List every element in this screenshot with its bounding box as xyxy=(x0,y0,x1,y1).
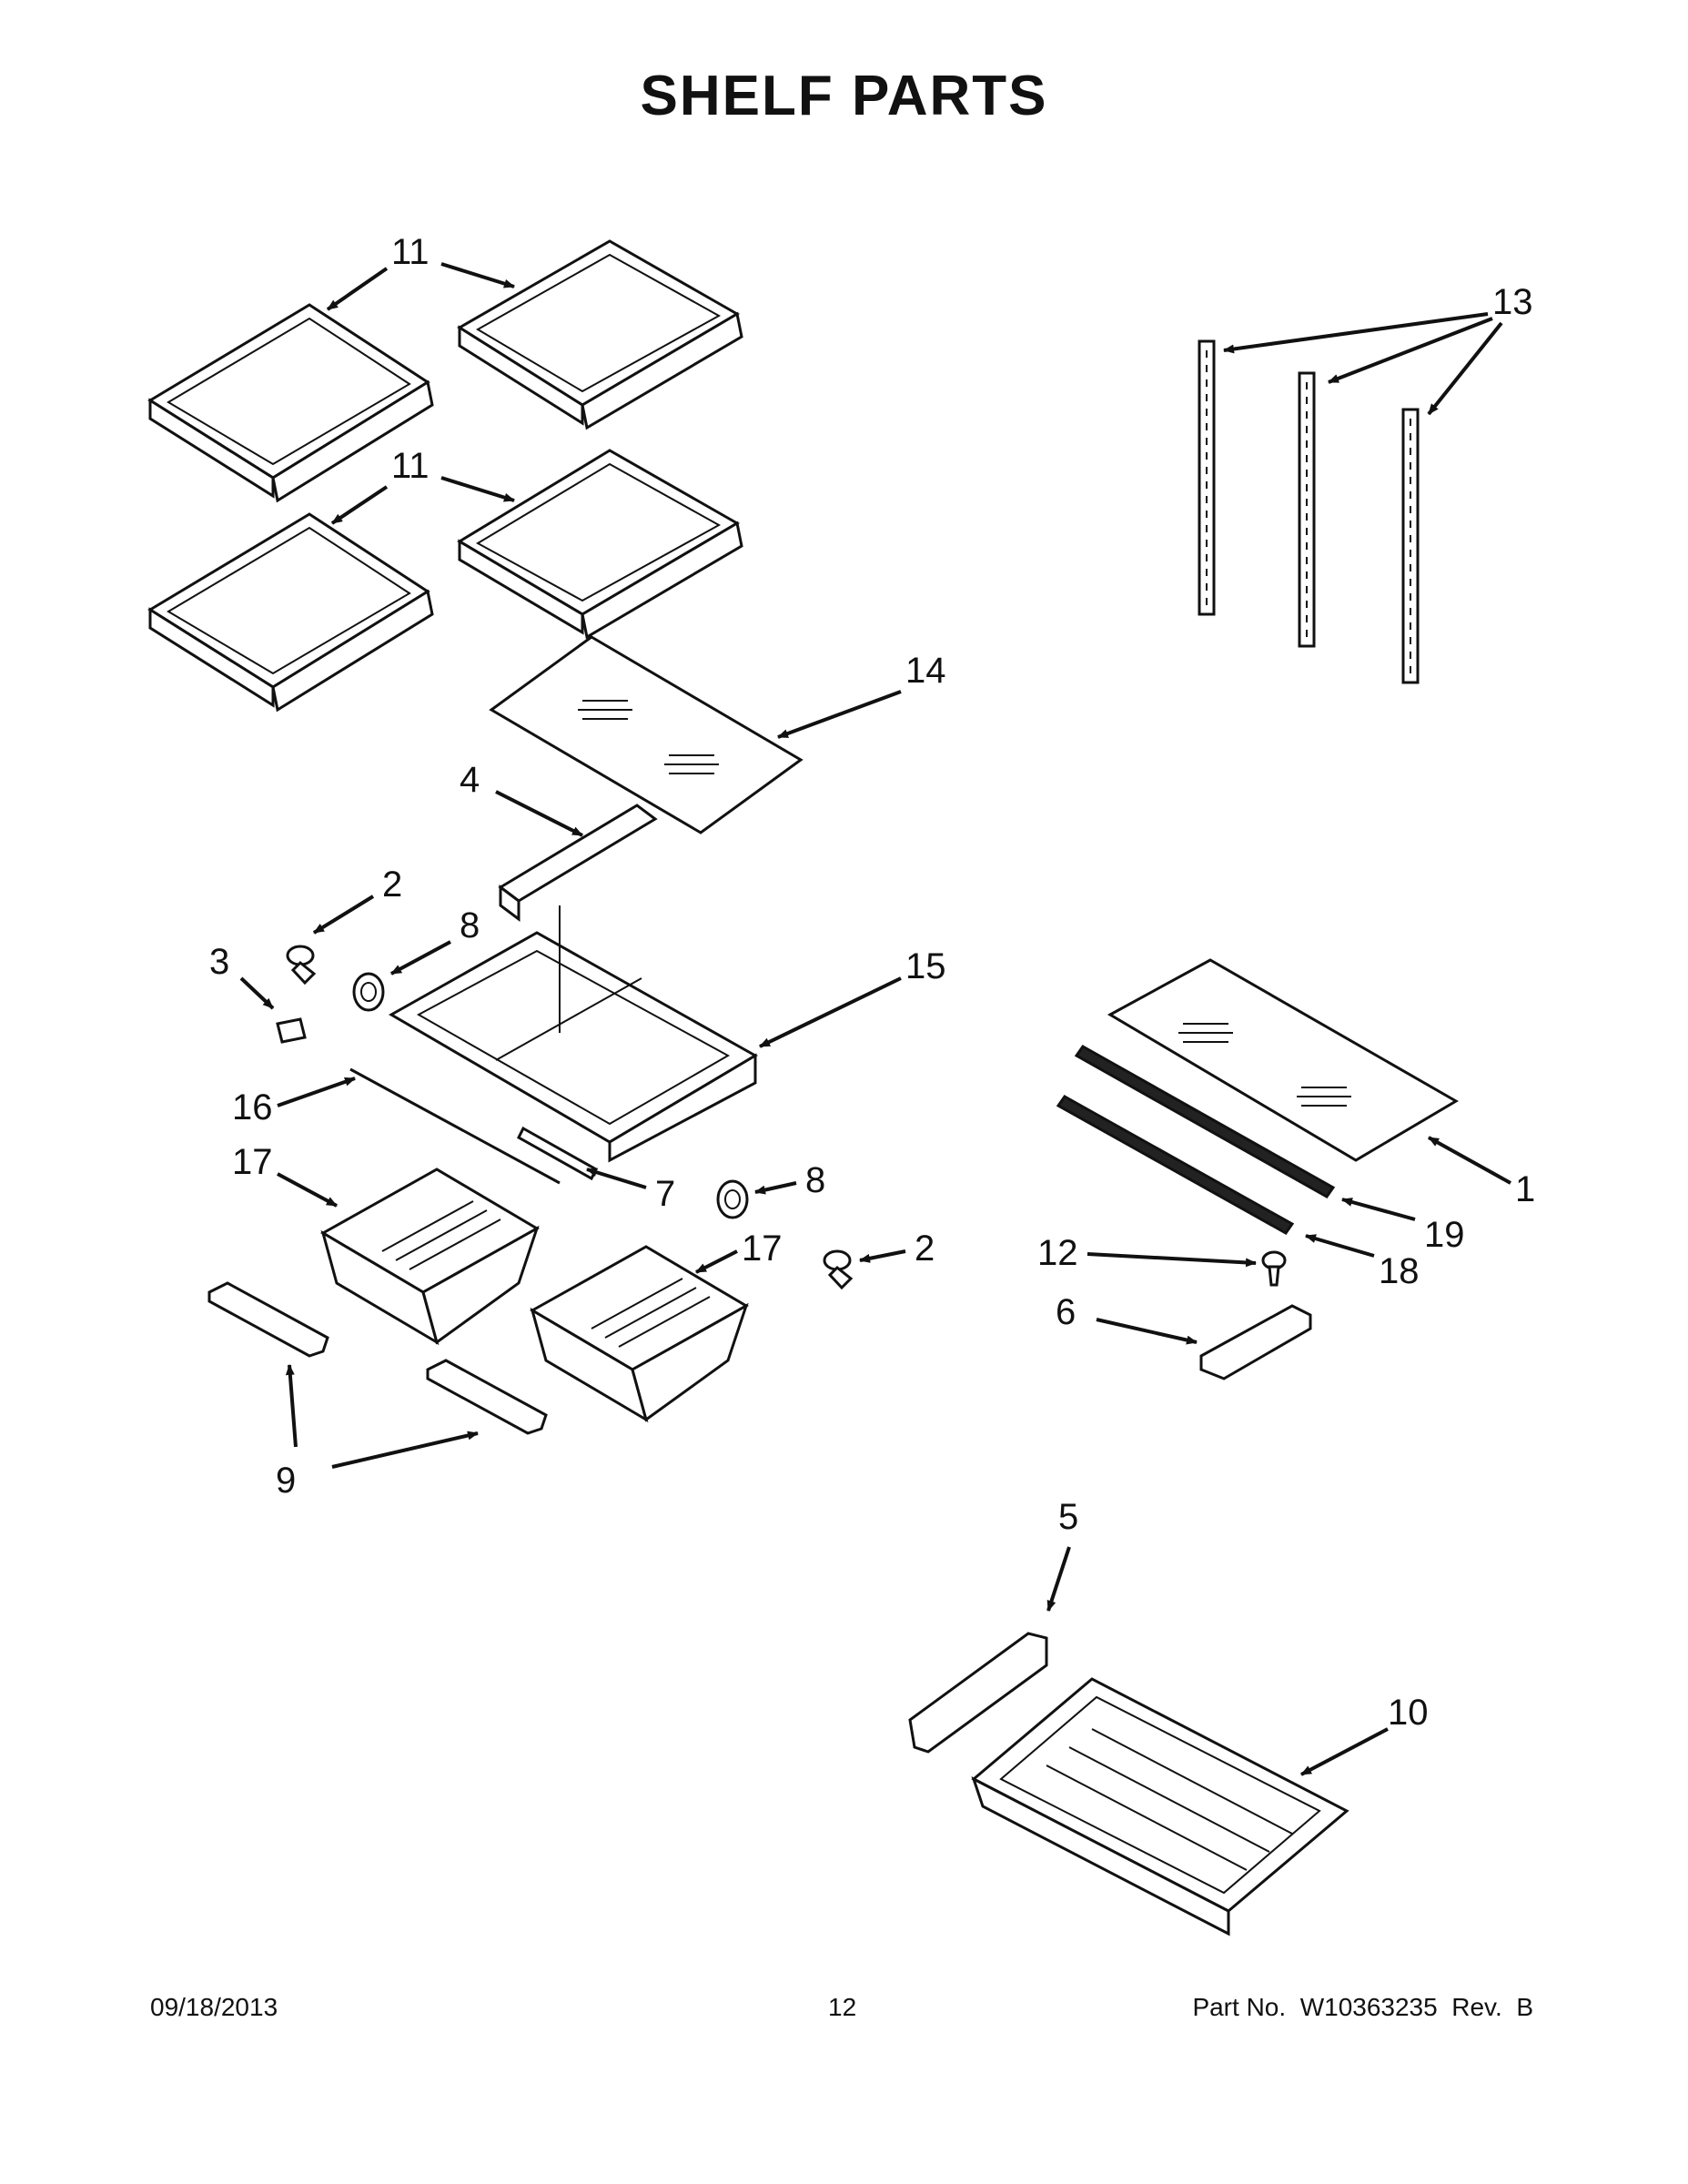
cantilever-shelf-bottom-left xyxy=(147,512,434,713)
arrow-5 xyxy=(1046,1546,1071,1612)
arrow-8b xyxy=(754,1181,797,1195)
arrow-6 xyxy=(1096,1318,1198,1345)
pan-divider-5 xyxy=(908,1632,1048,1754)
callout-2b: 2 xyxy=(915,1228,935,1269)
callout-14: 14 xyxy=(905,651,946,691)
footer-date: 09/18/2013 xyxy=(150,1993,278,2021)
roller-lower xyxy=(716,1179,749,1219)
arrow-2a xyxy=(312,895,375,935)
glass-shelf-upper xyxy=(489,635,804,834)
arrow-11d xyxy=(440,476,515,502)
arrow-13c xyxy=(1427,321,1503,416)
callout-7: 7 xyxy=(655,1174,675,1214)
clip-3 xyxy=(276,1017,307,1044)
page-title: SHELF PARTS xyxy=(640,65,1048,127)
arrow-10 xyxy=(1300,1727,1389,1776)
arrow-7 xyxy=(586,1168,647,1189)
roller-upper xyxy=(352,972,385,1012)
arrow-8a xyxy=(390,940,451,976)
arrow-2b xyxy=(859,1249,906,1263)
callout-8b: 8 xyxy=(805,1160,825,1200)
arrow-19 xyxy=(1341,1198,1416,1221)
cantilever-shelf-top-right xyxy=(457,239,743,430)
bracket-7 xyxy=(517,1126,598,1181)
callout-17b: 17 xyxy=(742,1228,783,1269)
deli-pan-10 xyxy=(971,1677,1349,1936)
arrow-1 xyxy=(1428,1136,1511,1185)
callout-9: 9 xyxy=(276,1461,296,1501)
arrow-14 xyxy=(777,690,902,739)
drawer-handle-left xyxy=(207,1281,329,1358)
callout-10: 10 xyxy=(1388,1693,1429,1733)
screw-12 xyxy=(1261,1250,1287,1287)
arrow-16 xyxy=(277,1077,356,1107)
arrow-18 xyxy=(1305,1234,1375,1258)
arrow-15 xyxy=(759,976,902,1048)
arrow-3 xyxy=(239,976,275,1010)
glass-shelf-right xyxy=(1107,958,1459,1162)
drawer-handle-right xyxy=(426,1359,548,1435)
callout-3: 3 xyxy=(209,942,229,982)
callout-17a: 17 xyxy=(232,1142,273,1182)
callout-8a: 8 xyxy=(460,905,480,945)
arrow-11b xyxy=(440,262,515,288)
callout-1: 1 xyxy=(1515,1169,1535,1209)
rod-16 xyxy=(349,1067,561,1185)
arrow-9a xyxy=(285,1364,298,1448)
arrow-17b xyxy=(695,1249,738,1274)
cantilever-shelf-bottom-right xyxy=(457,449,743,640)
callout-16: 16 xyxy=(232,1087,273,1127)
callout-4: 4 xyxy=(460,760,480,800)
callout-15: 15 xyxy=(905,946,946,986)
callout-5: 5 xyxy=(1058,1497,1078,1537)
screw-upper xyxy=(286,945,317,986)
callout-6: 6 xyxy=(1056,1292,1076,1332)
callout-11b: 11 xyxy=(391,446,430,486)
crisper-drawer-left xyxy=(319,1168,541,1346)
arrow-12 xyxy=(1087,1252,1257,1268)
shelf-ladder-1 xyxy=(1198,339,1216,616)
arrow-17a xyxy=(277,1172,338,1208)
callout-2a: 2 xyxy=(382,864,402,905)
callout-18: 18 xyxy=(1379,1251,1420,1291)
footer-part-number: Part No. W10363235 Rev. B xyxy=(1192,1993,1533,2021)
footer-page-number: 12 xyxy=(828,1993,857,2021)
shelf-ladder-3 xyxy=(1401,408,1420,684)
crisper-slide xyxy=(498,804,658,922)
shelf-trim-19 xyxy=(1074,1045,1336,1198)
crisper-cover-frame xyxy=(388,931,758,1163)
arrow-11c xyxy=(330,485,389,525)
shelf-ladder-2 xyxy=(1298,371,1316,648)
screw-lower xyxy=(823,1249,854,1290)
callout-19: 19 xyxy=(1424,1215,1465,1255)
shelf-trim-18 xyxy=(1056,1095,1295,1235)
callout-11a: 11 xyxy=(391,232,430,272)
callout-13: 13 xyxy=(1492,282,1533,322)
arrow-4 xyxy=(495,790,583,837)
bracket-6 xyxy=(1199,1304,1312,1380)
arrow-11a xyxy=(326,267,389,311)
callout-12: 12 xyxy=(1037,1233,1078,1273)
cantilever-shelf-top-left xyxy=(147,303,434,503)
arrow-9b xyxy=(331,1431,479,1469)
crisper-drawer-right xyxy=(529,1245,750,1423)
arrow-13b xyxy=(1328,317,1493,384)
arrow-13a xyxy=(1223,312,1489,354)
